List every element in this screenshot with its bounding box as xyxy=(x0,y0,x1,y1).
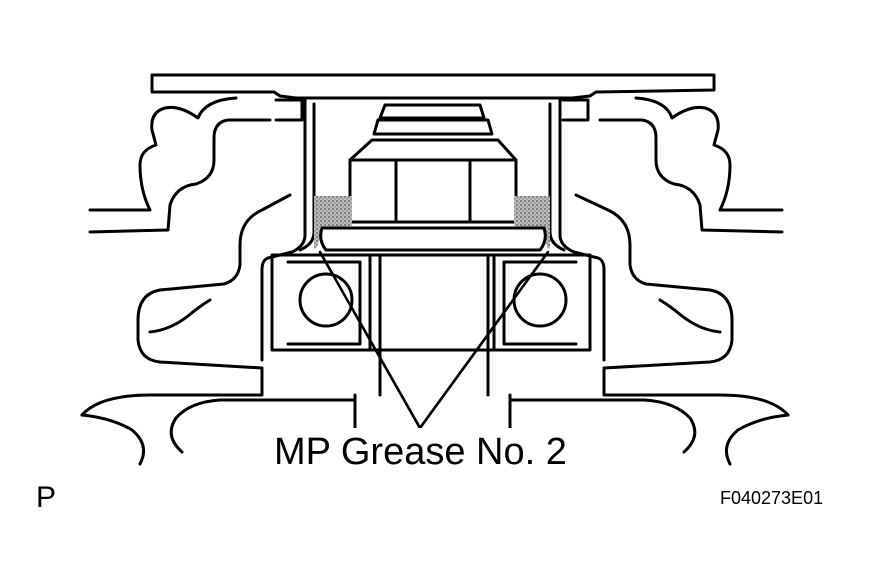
inner-cup-left xyxy=(298,102,316,252)
right-mount-body xyxy=(574,193,734,370)
left-mount-inner xyxy=(88,118,272,234)
inner-cup-right xyxy=(548,102,566,252)
right-mount-curve xyxy=(658,298,722,334)
bearing-ring-left xyxy=(286,260,362,346)
nut-faces xyxy=(348,158,518,224)
washer-outline xyxy=(319,226,547,252)
right-mount-outer xyxy=(634,96,784,212)
base-lower-left xyxy=(80,413,146,466)
left-mount-curve xyxy=(148,298,212,334)
leader-left-top xyxy=(318,251,422,429)
left-mount-outer xyxy=(88,96,238,212)
view-marker: P xyxy=(36,481,57,514)
base-inner-right xyxy=(508,398,697,454)
bearing-ball-left xyxy=(298,272,354,328)
leader-right-top xyxy=(418,251,550,429)
grease-area-right xyxy=(514,196,550,249)
bearing-ball-right xyxy=(512,272,568,328)
grease-area-left xyxy=(314,196,352,249)
shaft xyxy=(353,393,512,432)
bearing-housing xyxy=(270,253,592,352)
nut-body xyxy=(348,138,518,224)
base-lower-right xyxy=(724,413,790,466)
base-right xyxy=(602,366,790,417)
base-left xyxy=(80,366,264,417)
outer-cup-left xyxy=(260,96,307,362)
base-inner-left xyxy=(169,398,357,454)
left-lip xyxy=(274,98,304,122)
nut-threads xyxy=(372,103,494,136)
left-mount-body xyxy=(136,193,292,370)
right-lip xyxy=(561,98,590,122)
top-plate xyxy=(150,73,716,100)
figure-code: F040273E01 xyxy=(720,488,824,508)
outer-cup-right xyxy=(558,96,606,362)
right-mount-inner xyxy=(598,118,784,234)
shaft-inner xyxy=(378,253,490,397)
grease-callout-label: MP Grease No. 2 xyxy=(270,428,571,476)
bearing-inner-race xyxy=(368,253,496,352)
